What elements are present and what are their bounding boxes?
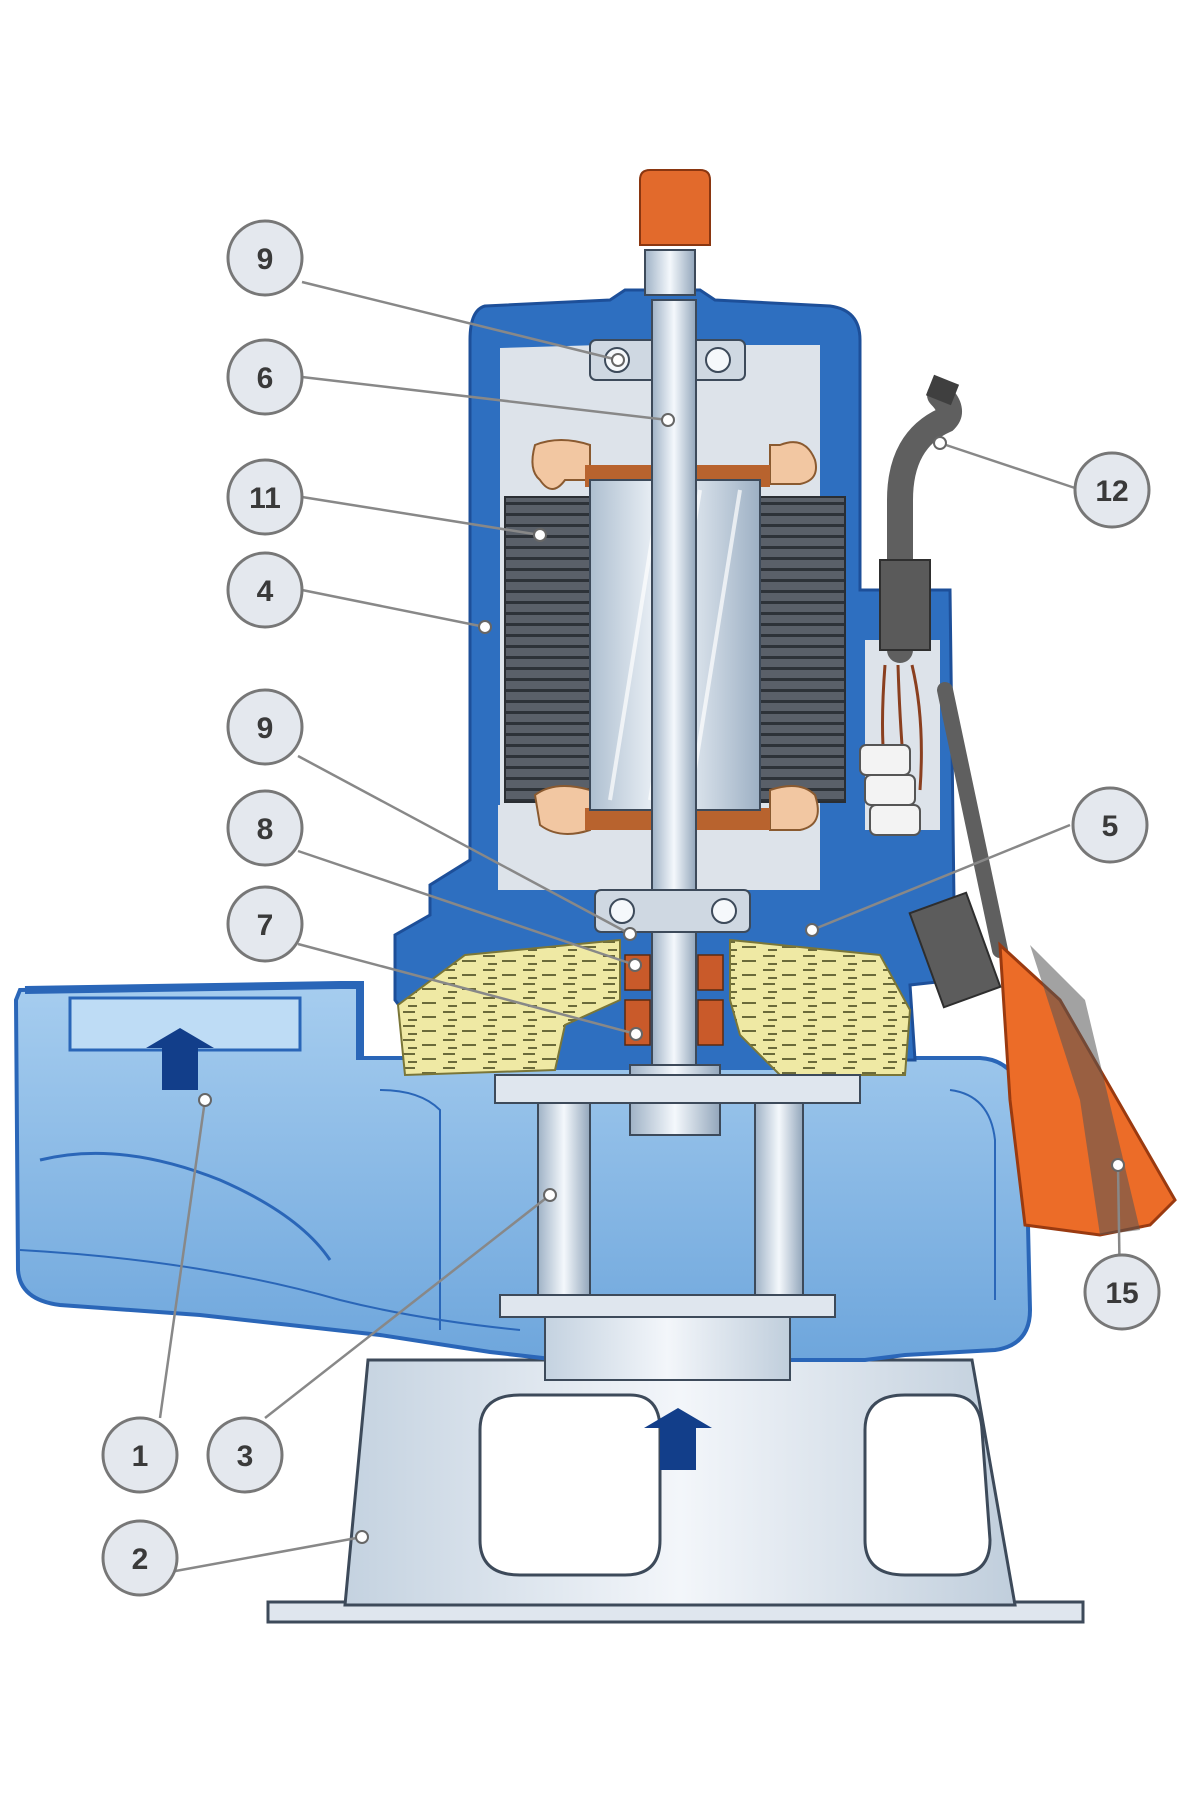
- power-cable: [859, 374, 962, 836]
- callout-5-bearing-housing: 5: [1071, 786, 1149, 864]
- callout-1-pump-body: 1: [101, 1416, 179, 1494]
- callout-12-power-cable: 12: [1073, 451, 1151, 529]
- svg-text:7: 7: [257, 909, 274, 942]
- svg-text:5: 5: [1102, 810, 1119, 843]
- svg-text:4: 4: [257, 575, 274, 608]
- svg-text:6: 6: [257, 362, 274, 395]
- lower-bearing: [594, 889, 751, 933]
- callout-4-motor-housing: 4: [226, 551, 304, 629]
- callout-leader-dots: [198, 353, 1125, 1544]
- callout-leaders: [158, 280, 1122, 1574]
- svg-text:2: 2: [132, 1543, 149, 1576]
- svg-text:1: 1: [132, 1440, 149, 1473]
- svg-text:15: 15: [1105, 1277, 1138, 1310]
- callout-11-stator: 11: [226, 458, 304, 536]
- svg-text:3: 3: [237, 1440, 254, 1473]
- base-stand: [266, 1358, 1085, 1624]
- terminal-block: [859, 744, 921, 836]
- callout-6-shaft: 6: [226, 338, 304, 416]
- callout-3-impeller: 3: [206, 1416, 284, 1494]
- svg-text:11: 11: [249, 482, 281, 515]
- motor-shaft: [651, 299, 697, 1101]
- svg-text:9: 9: [257, 243, 274, 276]
- svg-text:8: 8: [257, 813, 274, 846]
- callout-15-float-switch: 15: [1083, 1253, 1161, 1331]
- svg-text:9: 9: [257, 712, 274, 745]
- svg-text:12: 12: [1095, 475, 1128, 508]
- callout-8-upper-seal: 8: [226, 789, 304, 867]
- callout-2-base-stand: 2: [101, 1519, 179, 1597]
- oil-chamber: [396, 938, 912, 1077]
- callout-9-lower-bearing: 9: [226, 688, 304, 766]
- impeller: [494, 1064, 861, 1381]
- top-cap: [639, 169, 711, 296]
- callout-9-upper-bearing: 9: [226, 219, 304, 297]
- callout-7-lower-seal: 7: [226, 885, 304, 963]
- inlet-flow-arrow: [644, 1408, 712, 1470]
- outlet-flow-arrow: [146, 1028, 214, 1090]
